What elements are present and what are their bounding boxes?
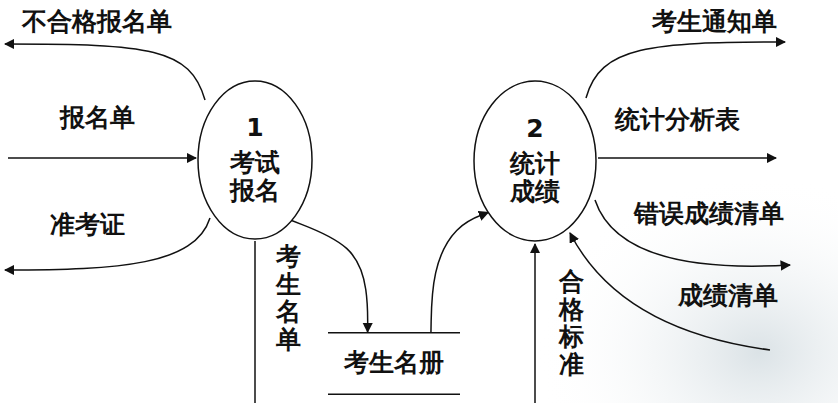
flow-label: 错误成绩清单 bbox=[634, 200, 784, 229]
node-text: 考生名册 bbox=[344, 349, 444, 378]
circle-border bbox=[198, 81, 312, 239]
data-store: 考生名册 bbox=[328, 332, 460, 395]
output-flow bbox=[5, 44, 205, 100]
data-flow bbox=[292, 221, 368, 332]
flow-label: 考生名单 bbox=[276, 243, 301, 353]
circle-border bbox=[474, 81, 596, 241]
flow-label: 报名单 bbox=[60, 104, 135, 133]
flow-label: 成绩清单 bbox=[678, 282, 778, 311]
flow-label: 统计分析表 bbox=[615, 106, 740, 135]
process-circle: 2 统计 成绩 bbox=[473, 80, 597, 242]
node-content: 2 统计 成绩 bbox=[473, 80, 597, 242]
process-number: 1 bbox=[246, 114, 263, 143]
flow-label: 不合格报名单 bbox=[22, 8, 172, 37]
process-number: 2 bbox=[526, 115, 543, 144]
data-flow bbox=[431, 212, 488, 332]
output-flow bbox=[598, 157, 776, 159]
node-content: 1 考试 报名 bbox=[197, 80, 313, 240]
store-line bbox=[328, 332, 460, 334]
node-content: 考生名册 bbox=[328, 332, 460, 395]
flow-label: 准考证 bbox=[50, 211, 125, 240]
process-circle: 1 考试 报名 bbox=[197, 80, 313, 240]
flow-label: 考生通知单 bbox=[652, 8, 777, 37]
flow-line bbox=[254, 241, 256, 403]
output-flow bbox=[595, 200, 790, 266]
node-text: 考试 报名 bbox=[226, 149, 284, 207]
output-flow bbox=[586, 42, 785, 98]
store-line bbox=[328, 394, 460, 396]
node-text: 统计 成绩 bbox=[506, 150, 564, 208]
flow-label: 合格标准 bbox=[559, 268, 584, 378]
input-flow bbox=[534, 244, 536, 403]
input-flow bbox=[8, 157, 196, 159]
